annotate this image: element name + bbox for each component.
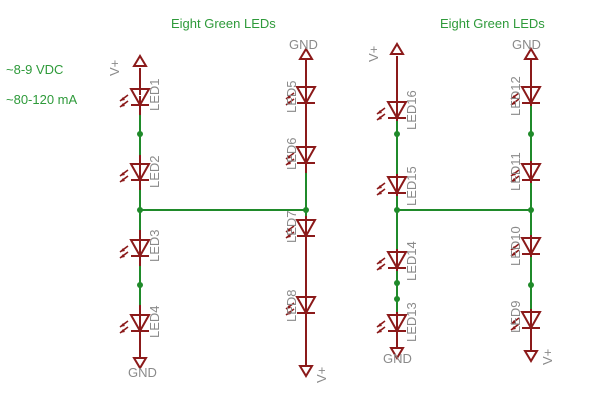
power-arrow-icon: [390, 43, 404, 55]
led3-label: LED3: [147, 229, 162, 262]
led11-label: LED11: [508, 152, 523, 191]
led5-label: LED5: [284, 80, 299, 113]
gnd-label-a: GND: [128, 365, 157, 380]
voltage-spec: ~8-9 VDC: [6, 62, 63, 77]
led-icon: [119, 311, 150, 335]
vplus-label-d: V+: [540, 349, 555, 365]
led4-label: LED4: [147, 305, 162, 338]
gnd-label-c: GND: [383, 351, 412, 366]
led-icon: [119, 160, 150, 184]
led6-label: LED6: [284, 137, 299, 170]
led15-label: LED15: [404, 166, 419, 206]
led12-label: LED12: [508, 76, 523, 116]
led1-label: LED1: [147, 78, 162, 111]
right-title: Eight Green LEDs: [440, 16, 545, 31]
led-icon: [119, 85, 150, 109]
led16-label: LED16: [404, 90, 419, 130]
led-icon: [376, 173, 407, 197]
led8-label: LED8: [284, 289, 299, 322]
led14-label: LED14: [404, 241, 419, 281]
current-spec: ~80-120 mA: [6, 92, 78, 107]
led-icon: [376, 311, 407, 335]
power-arrow-icon: [299, 365, 313, 377]
vplus-label-c: V+: [366, 46, 381, 62]
led9-label: LED9: [508, 300, 523, 333]
led2-label: LED2: [147, 155, 162, 188]
vplus-label-a: V+: [107, 60, 122, 76]
column-c: [376, 43, 407, 359]
gnd-label-b: GND: [289, 37, 318, 52]
led-icon: [376, 98, 407, 122]
vplus-label-b: V+: [314, 367, 329, 383]
power-arrow-icon: [524, 350, 538, 362]
led-icon: [376, 248, 407, 272]
led13-label: LED13: [404, 302, 419, 342]
power-arrow-icon: [133, 55, 147, 67]
led10-label: LED10: [508, 226, 523, 266]
left-title: Eight Green LEDs: [171, 16, 276, 31]
led-icon: [119, 236, 150, 260]
led7-label: LED7: [284, 210, 299, 243]
column-a: [119, 55, 150, 369]
gnd-label-d: GND: [512, 37, 541, 52]
